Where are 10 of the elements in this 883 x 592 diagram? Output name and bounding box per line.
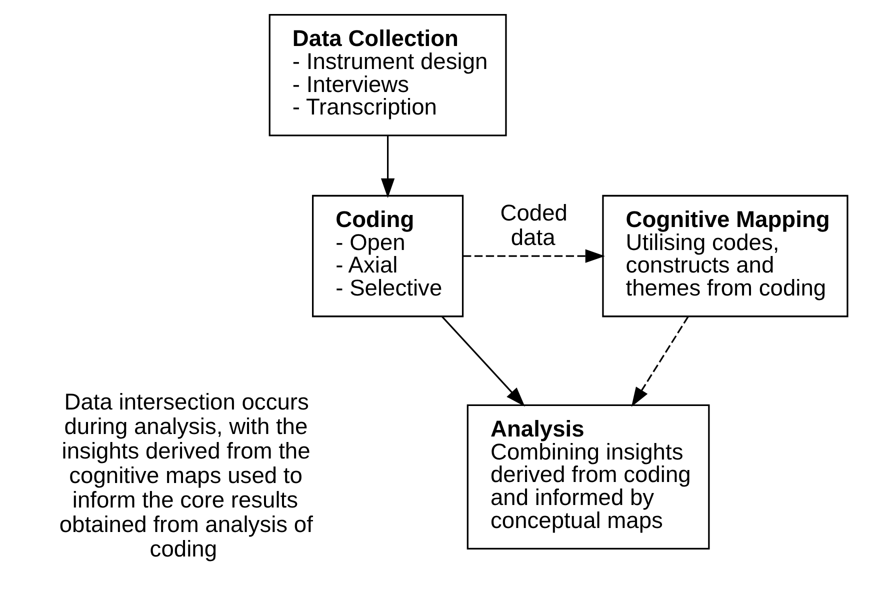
node-box: Coding - Open - Axial - Selective xyxy=(312,194,464,318)
label: Data intersection occurs during analysis, with the insights derived from the cognitive maps used to inform the core results obtained from analysis of coding xyxy=(58,388,312,562)
node-box: Data Collection - Instrument design - Interviews - Transcription xyxy=(268,14,506,136)
arrow xyxy=(462,249,604,263)
edge-label: Coded data xyxy=(500,200,568,250)
arrow xyxy=(630,316,688,407)
arrow xyxy=(440,316,524,407)
node-box: Analysis Combining insights derived from coding and informed by conceptual maps xyxy=(466,404,710,550)
arrow xyxy=(380,136,394,198)
node-box: Cognitive Mapping Utilising codes, constructs and themes from coding xyxy=(602,194,848,318)
